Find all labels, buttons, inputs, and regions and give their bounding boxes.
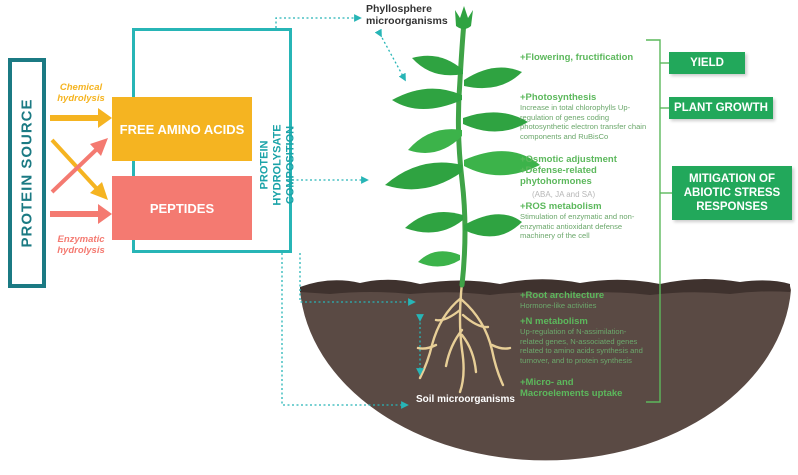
connectors [275, 14, 424, 409]
plant-growth-badge: PLANT GROWTH [669, 97, 773, 119]
effect-defense-desc: (ABA, JA and SA) [532, 190, 596, 199]
effect-root: +Root architecture [520, 290, 605, 301]
enzymatic-hydrolysis-label: Enzymatic hydrolysis [57, 234, 105, 256]
protein-source-box: PROTEIN SOURCE [8, 58, 46, 288]
effect-photosynthesis-desc: Increase in total chlorophylls Up-regula… [520, 103, 647, 141]
free-amino-acids-label: FREE AMINO ACIDS [119, 121, 245, 137]
effect-ros: +ROS metabolism [520, 201, 602, 212]
protein-source-label: PROTEIN SOURCE [18, 98, 36, 248]
composition-label: PROTEIN HYDROLYSATE COMPOSITION [258, 124, 297, 206]
roots [416, 281, 512, 394]
yield-badge: YIELD [669, 52, 745, 74]
chemical-hydrolysis-label: Chemical hydrolysis [57, 82, 105, 104]
mitigation-badge: MITIGATION OF ABIOTIC STRESS RESPONSES [672, 166, 792, 220]
effect-root-block: +Root architecture Hormone-like activiti… [520, 290, 650, 311]
composition-label-wrap: PROTEIN HYDROLYSATE COMPOSITION [258, 110, 298, 220]
plant-stem [455, 19, 468, 288]
peptides-label: PEPTIDES [149, 200, 215, 216]
arrow-enz-faa [50, 146, 100, 194]
effect-n-metabolism: +N metabolism [520, 316, 588, 327]
effect-n-metabolism-desc: Up-regulation of N-assimilation-related … [520, 327, 643, 365]
effect-flowering: +Flowering, fructification [520, 52, 634, 63]
effect-photosynthesis-block: +Photosynthesis Increase in total chloro… [520, 92, 650, 141]
effect-micro-macro: +Micro- and Macroelements uptake [520, 377, 623, 399]
effect-n-block: +N metabolism Up-regulation of N-assimil… [520, 316, 648, 365]
effect-photosynthesis: +Photosynthesis [520, 92, 597, 103]
effects-bracket [646, 39, 672, 403]
effect-root-desc: Hormone-like activities [520, 301, 597, 310]
effect-ros-desc: Stimulation of enzymatic and non-enzymat… [520, 212, 635, 240]
flower-bud [455, 6, 473, 29]
free-amino-acids-box: FREE AMINO ACIDS [112, 97, 252, 161]
effect-osmotic: +Osmotic adjustment [520, 154, 617, 165]
phyllosphere-label: Phyllosphere microorganisms [366, 3, 448, 27]
effect-stress-block: +Osmotic adjustment +Defense-related phy… [520, 154, 648, 241]
effect-defense: +Defense-related phytohormones [520, 165, 597, 187]
soil-top-texture [300, 278, 790, 295]
soil-microorganisms-label: Soil microorganisms [416, 394, 515, 405]
peptides-box: PEPTIDES [112, 176, 252, 240]
plant-leaves [385, 55, 540, 267]
arrow-chem-pep [50, 138, 100, 192]
